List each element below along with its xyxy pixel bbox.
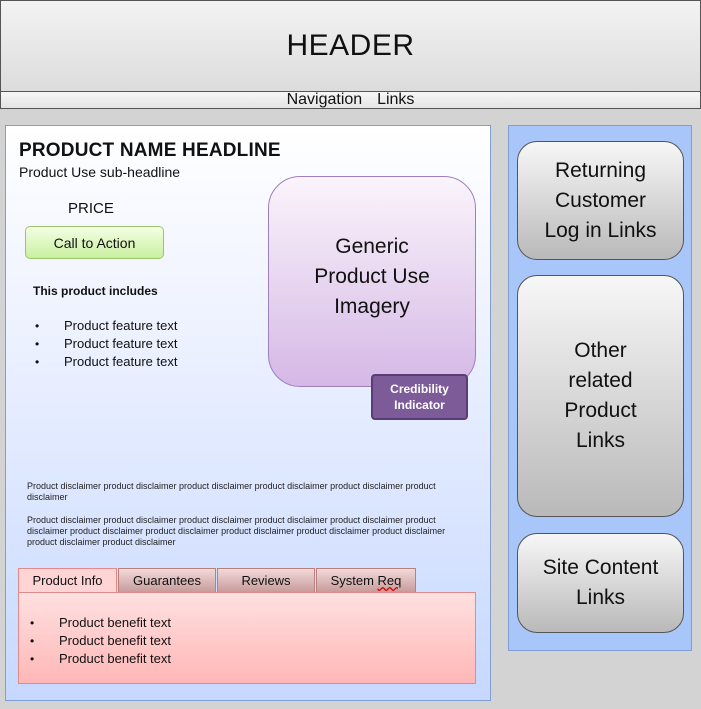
other-related-product-links[interactable]: Other related Product Links: [517, 275, 684, 517]
bullet-icon: •: [35, 337, 40, 351]
login-line-3[interactable]: Log in Links: [544, 218, 657, 242]
returning-customer-login-links[interactable]: Returning Customer Log in Links: [517, 141, 684, 260]
content-line-1[interactable]: Site Content: [542, 556, 659, 579]
benefit-text: Product benefit text: [59, 615, 172, 630]
navigation-links-label[interactable]: Navigation Links: [286, 91, 415, 108]
tab-reviews[interactable]: Reviews: [217, 568, 315, 592]
product-disclaimer: Product disclaimer product disclaimer pr…: [27, 481, 436, 502]
tab-system-req[interactable]: System Req: [316, 568, 416, 592]
site-content-links[interactable]: Site Content Links: [517, 533, 684, 633]
bullet-icon: •: [35, 319, 40, 333]
tab-panel-product-info: • Product benefit text • Product benefit t…: [18, 592, 476, 684]
related-line-1[interactable]: Other: [574, 339, 627, 362]
sidebar: Returning Customer Log in Links Other re…: [508, 125, 692, 651]
product-headline: PRODUCT NAME HEADLINE: [19, 140, 281, 161]
product-tabs: Product Info Guarantees Reviews System R…: [18, 568, 417, 592]
includes-title: This product includes: [33, 284, 158, 298]
benefit-text: Product benefit text: [59, 651, 172, 666]
product-panel: PRODUCT NAME HEADLINE Product Use sub-he…: [5, 125, 491, 701]
list-item: • Product benefit text: [28, 614, 171, 632]
related-line-4[interactable]: Links: [575, 429, 626, 452]
list-item: • Product benefit text: [28, 632, 171, 650]
tab-label[interactable]: Reviews: [241, 573, 291, 588]
feature-text: Product feature text: [64, 318, 178, 333]
product-subheadline: Product Use sub-headline: [19, 164, 181, 180]
tab-guarantees[interactable]: Guarantees: [118, 568, 216, 592]
related-line-2[interactable]: related: [568, 369, 633, 392]
navigation-bar[interactable]: Navigation Links: [0, 91, 701, 109]
tab-label[interactable]: Product Info: [32, 573, 103, 588]
page-header: HEADER: [0, 0, 701, 92]
list-item: • Product feature text: [33, 317, 177, 335]
bullet-icon: •: [30, 616, 35, 630]
benefit-list: • Product benefit text • Product benefit t…: [28, 614, 171, 668]
tab-product-info[interactable]: Product Info: [18, 568, 117, 592]
benefit-text: Product benefit text: [59, 633, 172, 648]
credibility-indicator[interactable]: Credibility Indicator: [371, 374, 468, 420]
login-line-2[interactable]: Customer: [554, 188, 646, 212]
feature-text: Product feature text: [64, 354, 178, 369]
product-price: PRICE: [68, 200, 114, 217]
bullet-icon: •: [35, 355, 40, 369]
feature-list: • Product feature text • Product feature t…: [33, 317, 177, 371]
imagery-line-3: Imagery: [334, 294, 410, 318]
list-item: • Product feature text: [33, 353, 177, 371]
call-to-action-button[interactable]: Call to Action: [25, 226, 164, 259]
tab-label[interactable]: Guarantees: [133, 573, 201, 588]
spellcheck-underline: Req: [377, 573, 402, 588]
imagery-line-1: Generic: [335, 234, 409, 258]
related-line-3[interactable]: Product: [564, 399, 637, 422]
tab-label[interactable]: System Req: [330, 573, 402, 588]
feature-text: Product feature text: [64, 336, 178, 351]
header-title: HEADER: [286, 29, 415, 62]
product-disclaimer: Product disclaimer product disclaimer pr…: [27, 515, 446, 547]
product-imagery: Generic Product Use Imagery: [268, 176, 476, 387]
credibility-line-2[interactable]: Indicator: [394, 398, 445, 412]
list-item: • Product feature text: [33, 335, 177, 353]
list-item: • Product benefit text: [28, 650, 171, 668]
imagery-line-2: Product Use: [314, 264, 430, 288]
credibility-line-1[interactable]: Credibility: [390, 382, 449, 396]
content-line-2[interactable]: Links: [575, 586, 625, 609]
bullet-icon: •: [30, 634, 35, 648]
call-to-action-label[interactable]: Call to Action: [53, 234, 136, 251]
bullet-icon: •: [30, 652, 35, 666]
login-line-1[interactable]: Returning: [554, 158, 647, 182]
